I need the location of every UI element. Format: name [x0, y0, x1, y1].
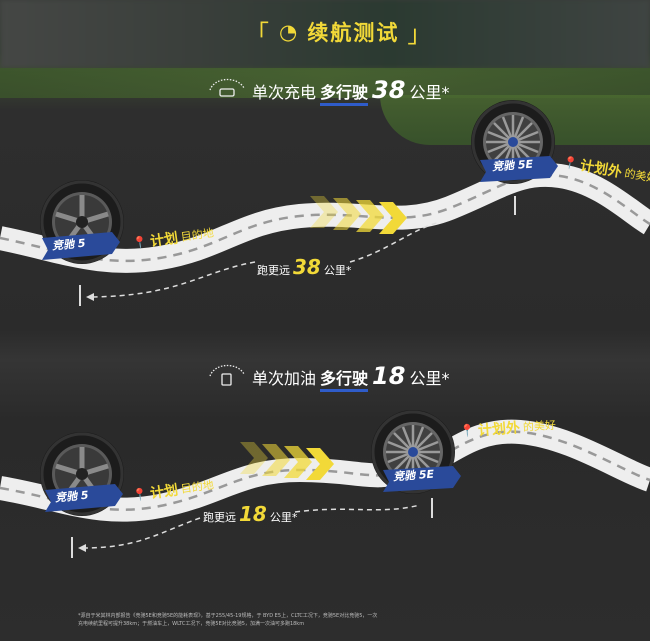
return-path-2 — [81, 517, 201, 549]
chevrons-1 — [310, 196, 407, 234]
tire-badge-start-1: 竞驰 5 — [51, 236, 87, 253]
location-pin-icon: 📍 — [459, 423, 476, 439]
fuel-gauge-icon — [209, 364, 245, 386]
bracket-right: 」 — [407, 20, 434, 48]
return-path-1 — [89, 261, 256, 298]
chevrons-2 — [240, 442, 334, 480]
tire-badge-end-1: 竞驰 5E — [491, 157, 534, 174]
tire-badge-start-2: 竞驰 5 — [54, 488, 90, 505]
battery-gauge-icon — [209, 78, 245, 97]
background-stands — [0, 0, 650, 68]
timer-icon: ◔ — [279, 19, 300, 44]
page-title: 「 ◔ 续航测试 」 — [245, 14, 433, 49]
location-pin-icon: 📍 — [131, 486, 149, 503]
location-pin-icon: 📍 — [561, 154, 579, 172]
road-2-centerline — [0, 430, 650, 511]
return-path-1b — [349, 221, 441, 263]
tire-badge-end-2: 竞驰 5E — [392, 467, 435, 484]
background-grass — [0, 68, 650, 98]
footnote: *源自于米其林内部报告《竞驰5E和竞驰5E的能耗表现》，基于255/45-19规… — [78, 613, 378, 627]
bracket-left: 「 — [245, 20, 271, 48]
location-pin-icon: 📍 — [131, 234, 149, 251]
return-path-2b — [294, 504, 421, 513]
road-1-centerline — [0, 173, 650, 263]
